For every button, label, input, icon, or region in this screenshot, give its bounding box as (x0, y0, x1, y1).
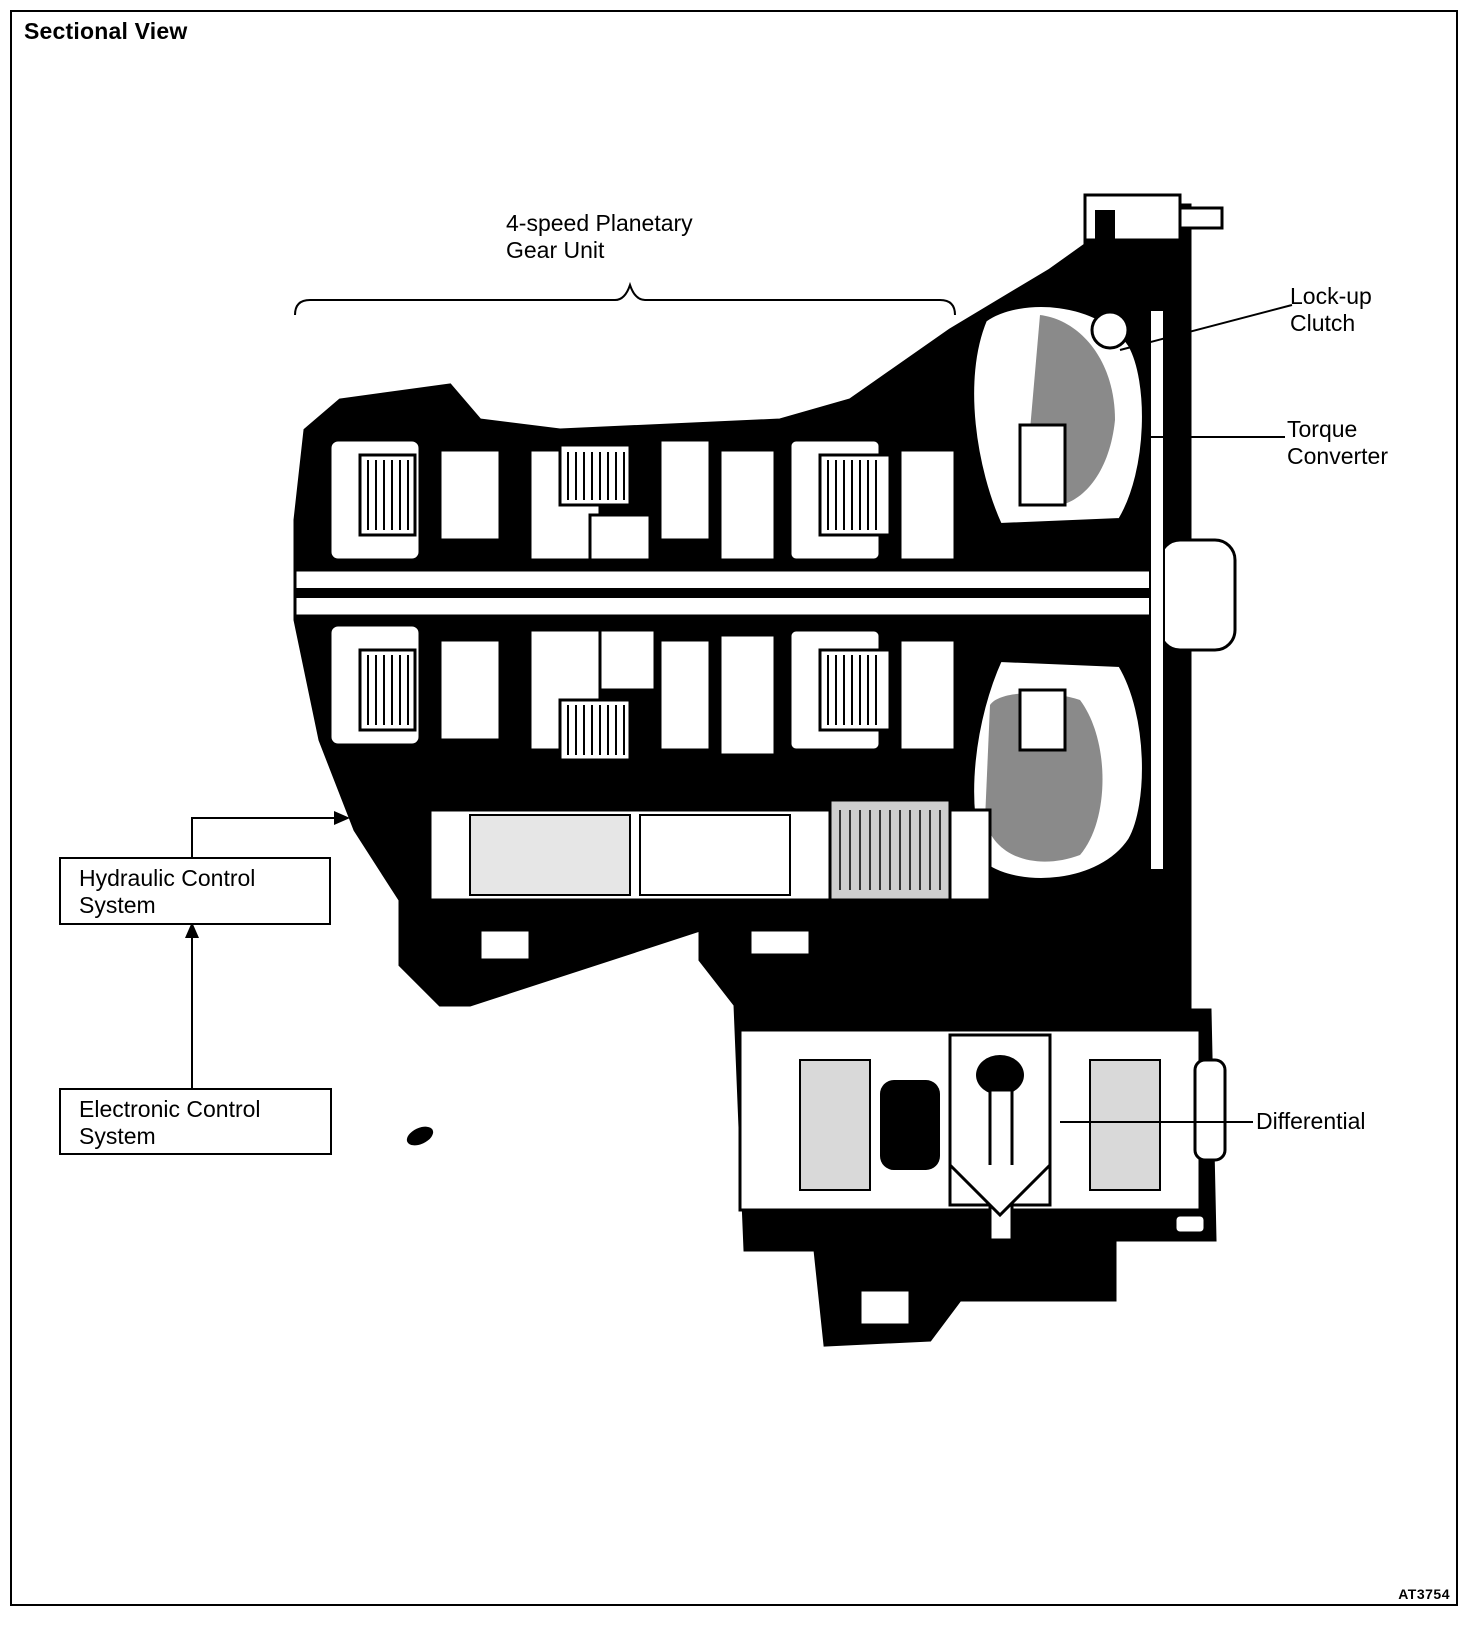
figure-frame (10, 10, 1458, 1606)
figure-title: Sectional View (24, 18, 188, 44)
ink-blot (406, 1126, 434, 1146)
arrowheads (185, 811, 350, 938)
lockup-leader (1119, 304, 1293, 351)
torque-converter (970, 303, 1165, 882)
leaders (191, 281, 1293, 1123)
hydraulic-leader (191, 817, 345, 857)
differential-unit (738, 928, 1227, 1327)
planetary-brace (294, 281, 956, 316)
differential-label: Differential (1256, 1108, 1366, 1134)
hydraulic-control-system-box: Hydraulic Control System (59, 857, 331, 925)
lock-up-clutch-label: Lock-up Clutch (1290, 283, 1372, 336)
counter-gear-shaft (428, 798, 992, 962)
electronic-control-system-box: Electronic Control System (59, 1088, 332, 1155)
top-bolt (1083, 193, 1224, 242)
planetary-gear-unit-label: 4-speed Planetary Gear Unit (506, 210, 693, 263)
clutch-plates (367, 452, 877, 755)
figure-code: AT3754 (1398, 1586, 1450, 1602)
input-shaft (293, 538, 1237, 652)
torque-converter-label: Torque Converter (1287, 416, 1388, 469)
